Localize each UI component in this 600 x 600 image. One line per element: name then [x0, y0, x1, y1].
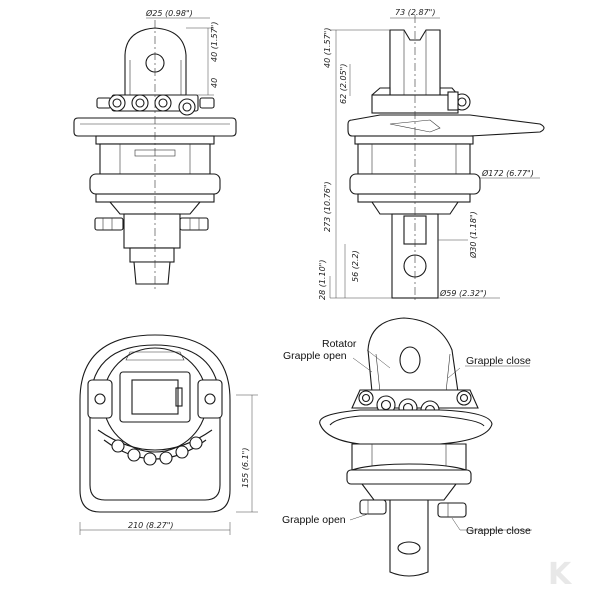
label-grapple-close-bottom: Grapple close — [466, 525, 531, 537]
brand-logo: K — [548, 557, 573, 592]
plan-view — [79, 334, 258, 535]
side-view — [329, 15, 545, 300]
front-ear — [124, 27, 187, 95]
dim-bottom-dia: Ø59 (2.32") — [439, 288, 487, 298]
label-grapple-open-bottom: Grapple open — [282, 514, 346, 526]
front-fittings — [96, 94, 215, 116]
dim-side-ear: 40 (1.57") — [323, 28, 332, 68]
dim-plan-height: 155 (6.1") — [241, 448, 250, 488]
label-grapple-open-top: Grapple open — [283, 350, 347, 362]
label-grapple-close-top: Grapple close — [466, 355, 531, 367]
dim-top-pin-dia: Ø25 (0.98") — [145, 8, 193, 18]
dim-shaft-len: 56 (2.2) — [351, 250, 360, 282]
front-view — [73, 17, 237, 290]
dim-shaft-dia: Ø30 (1.18") — [468, 211, 478, 259]
dim-top-width: 73 (2.87") — [395, 8, 435, 17]
dim-bottom-28: 28 (1.10") — [318, 260, 327, 300]
plan-fittings — [111, 436, 203, 466]
label-rotator: Rotator — [322, 338, 357, 350]
side-fitting — [447, 91, 471, 111]
dim-plan-width: 210 (8.27") — [128, 521, 174, 530]
dim-body-dia: Ø172 (6.77") — [481, 168, 534, 178]
dim-ear-height: 40 (1.57") — [210, 22, 219, 62]
iso-view — [319, 317, 532, 577]
dim-overall-height: 273 (10.76") — [323, 181, 332, 232]
dim-ear-offset: 40 — [210, 78, 219, 88]
dim-side-62: 62 (2.05") — [339, 64, 348, 104]
